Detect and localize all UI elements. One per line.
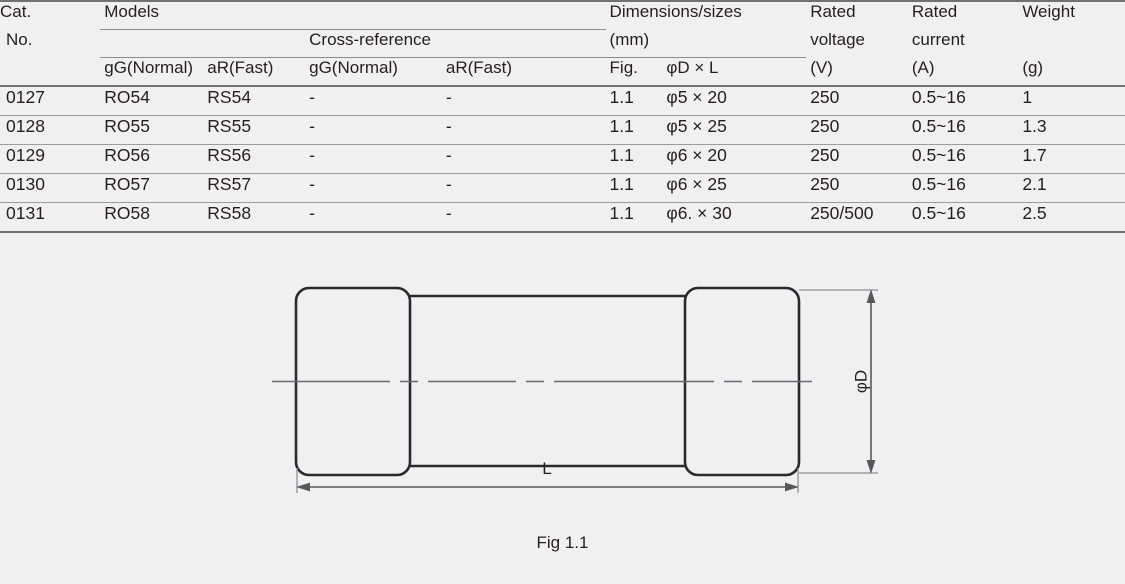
- diameter-arrowhead-top: [866, 289, 876, 303]
- cell-current: 0.5~16: [907, 144, 1019, 174]
- header-sub-xref-gg: gG(Normal): [305, 57, 446, 87]
- figure-caption: Fig 1.1: [536, 533, 589, 552]
- cell-dimension: φ5 × 25: [666, 115, 807, 145]
- cell-xref-ar: -: [445, 144, 606, 174]
- table-header-row-1: Cat. Models Dimensions/sizes Rated Rated…: [0, 0, 1125, 30]
- header-rated-current-line2: current: [911, 29, 965, 49]
- cell-xref-gg: -: [305, 144, 446, 174]
- cell-xref-gg: -: [305, 173, 446, 203]
- cell-dimension: φ5 × 20: [666, 86, 807, 116]
- header-dimensions-group: Dimensions/sizes: [605, 0, 807, 30]
- cell-weight: 2.5: [1018, 202, 1125, 233]
- table-header-row-2: No. Cross-reference (mm) voltage current: [0, 29, 1125, 58]
- cell-model-gg: RO58: [100, 202, 208, 233]
- cell-fig: 1.1: [605, 115, 667, 145]
- cell-xref-gg: -: [305, 202, 446, 233]
- cell-xref-ar: -: [445, 86, 606, 116]
- cell-current: 0.5~16: [907, 202, 1019, 233]
- header-cross-reference-group: Cross-reference: [305, 29, 606, 58]
- header-sub-dimension: φD × L: [666, 57, 807, 87]
- cell-current: 0.5~16: [907, 86, 1019, 116]
- cell-weight: 2.1: [1018, 173, 1125, 203]
- header-rated-voltage-line2: voltage: [810, 29, 866, 49]
- header-sub-gg: gG(Normal): [100, 57, 208, 87]
- header-sub-ar: aR(Fast): [207, 57, 306, 87]
- cell-cat-no: 0128: [0, 115, 101, 145]
- cell-model-ar: RS57: [207, 173, 306, 203]
- cell-xref-ar: -: [445, 173, 606, 203]
- header-dimensions-group-label: Dimensions/sizes: [609, 2, 742, 21]
- cell-voltage: 250: [806, 115, 908, 145]
- cell-model-gg: RO57: [100, 173, 208, 203]
- header-weight-unit: (g): [1018, 57, 1125, 87]
- header-weight-spacer: [1018, 30, 1125, 58]
- cell-model-ar: RS56: [207, 144, 306, 174]
- cell-weight: 1: [1018, 86, 1125, 116]
- cell-model-gg: RO54: [100, 86, 208, 116]
- cell-dimension: φ6 × 25: [666, 173, 807, 203]
- length-arrowhead-left: [296, 482, 310, 492]
- header-weight-line1: Weight: [1018, 0, 1125, 30]
- specification-table: Cat. Models Dimensions/sizes Rated Rated…: [0, 0, 1125, 233]
- header-cat-line2: No.: [6, 29, 33, 49]
- cell-current: 0.5~16: [907, 115, 1019, 145]
- cell-dimension: φ6. × 30: [666, 202, 807, 233]
- header-sub-xref-ar: aR(Fast): [445, 57, 606, 87]
- header-rated-voltage-line1: Rated: [806, 0, 908, 30]
- header-cat-line1: Cat.: [0, 0, 101, 30]
- cell-cat-no: 0129: [0, 144, 101, 174]
- header-models-underline-left: [100, 29, 306, 58]
- cell-cat-no: 0127: [0, 86, 101, 116]
- cell-voltage: 250: [806, 144, 908, 174]
- cell-xref-ar: -: [445, 202, 606, 233]
- cell-xref-ar: -: [445, 115, 606, 145]
- specification-table-container: Cat. Models Dimensions/sizes Rated Rated…: [0, 0, 1125, 233]
- header-rated-current-line1: Rated: [907, 0, 1019, 30]
- cell-xref-gg: -: [305, 115, 446, 145]
- cell-voltage: 250/500: [806, 202, 908, 233]
- cell-model-ar: RS54: [207, 86, 306, 116]
- fuse-drawing-svg: φD L: [272, 286, 878, 493]
- cell-model-gg: RO55: [100, 115, 208, 145]
- table-header-row-3: gG(Normal) aR(Fast) gG(Normal) aR(Fast) …: [0, 57, 1125, 87]
- cell-xref-gg: -: [305, 86, 446, 116]
- cell-fig: 1.1: [605, 173, 667, 203]
- header-dimensions-unit: (mm): [609, 29, 650, 49]
- header-rated-current-unit: (A): [907, 57, 1019, 87]
- cell-cat-no: 0130: [0, 173, 101, 203]
- cell-model-ar: RS55: [207, 115, 306, 145]
- diameter-arrowhead-bottom: [866, 460, 876, 474]
- diameter-label: φD: [851, 370, 870, 393]
- header-cross-reference-label: Cross-reference: [309, 30, 431, 49]
- cell-fig: 1.1: [605, 202, 667, 233]
- cell-voltage: 250: [806, 86, 908, 116]
- header-models-group: Models: [100, 0, 606, 30]
- fuse-diagram: φD L: [0, 262, 1125, 579]
- cell-model-ar: RS58: [207, 202, 306, 233]
- cell-fig: 1.1: [605, 86, 667, 116]
- header-sub-fig: Fig.: [605, 57, 667, 87]
- cell-weight: 1.3: [1018, 115, 1125, 145]
- header-rated-voltage-unit: (V): [806, 57, 908, 87]
- cell-voltage: 250: [806, 173, 908, 203]
- cell-weight: 1.7: [1018, 144, 1125, 174]
- cell-current: 0.5~16: [907, 173, 1019, 203]
- cell-cat-no: 0131: [0, 202, 101, 233]
- cell-dimension: φ6 × 20: [666, 144, 807, 174]
- header-cat-spacer: [0, 57, 101, 87]
- cell-model-gg: RO56: [100, 144, 208, 174]
- header-models-group-label: Models: [104, 2, 160, 21]
- length-arrowhead-right: [785, 482, 799, 492]
- cell-fig: 1.1: [605, 144, 667, 174]
- length-label: L: [542, 459, 551, 478]
